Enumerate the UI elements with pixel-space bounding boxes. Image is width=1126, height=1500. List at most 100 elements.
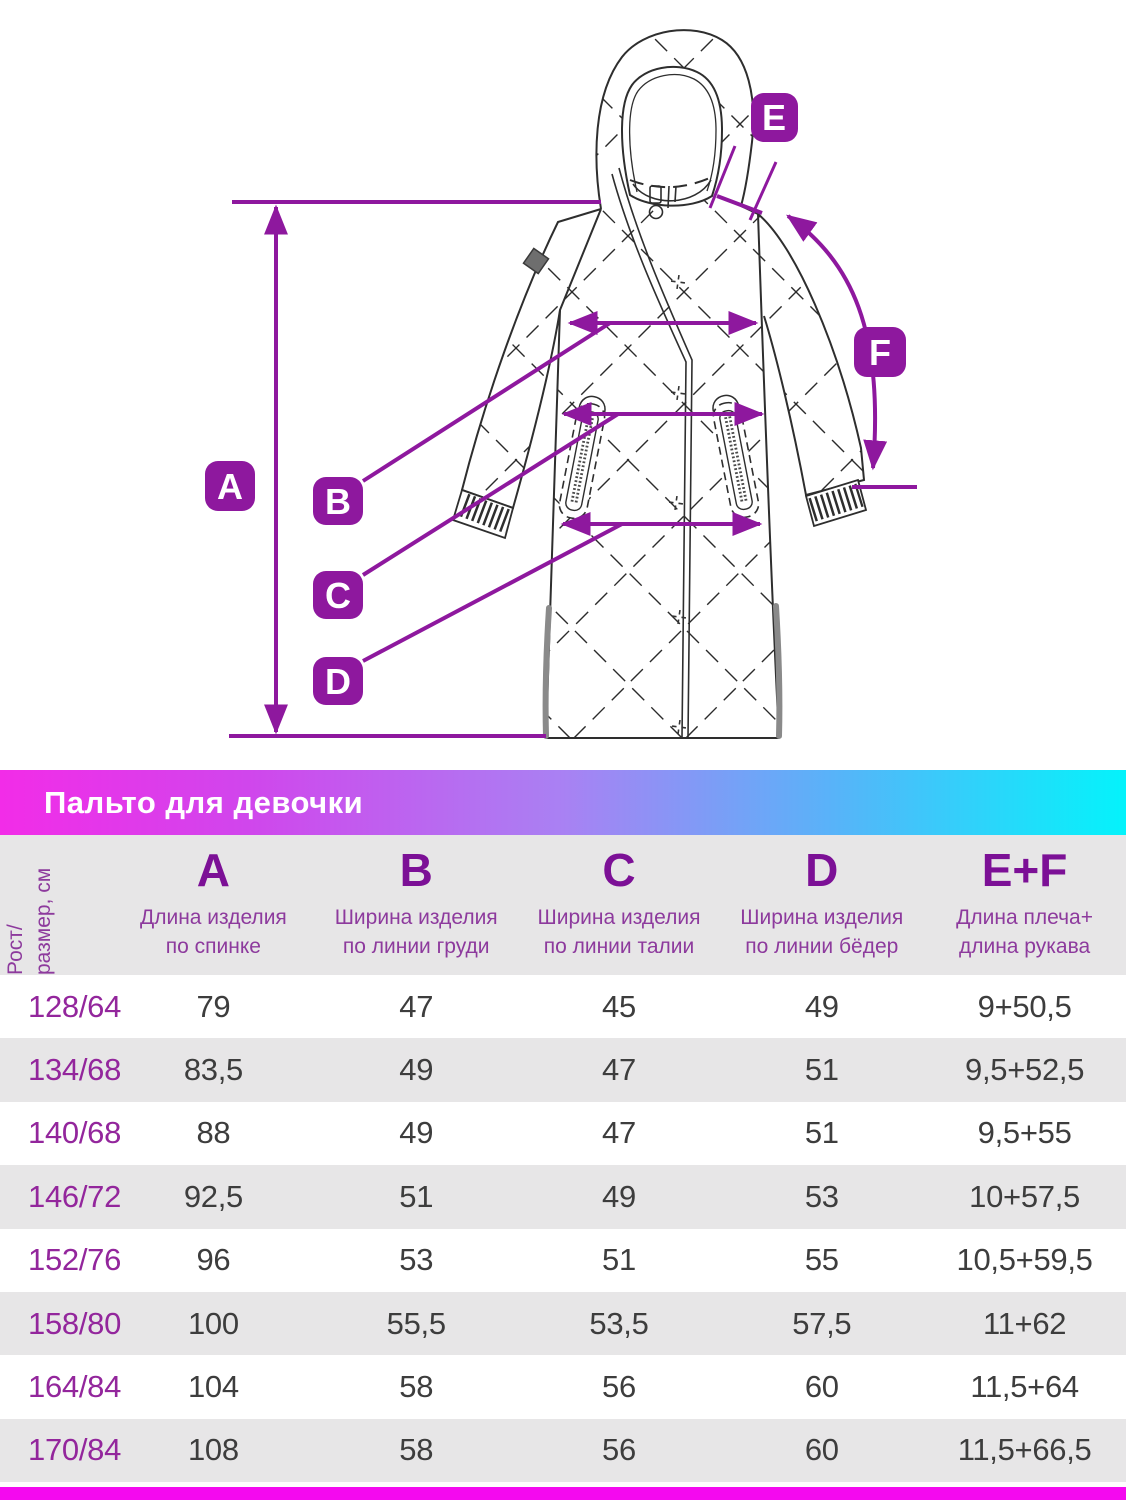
measure-e-tick1 — [708, 145, 737, 209]
cell-c: 56 — [602, 1432, 636, 1468]
cell-c: 47 — [602, 1115, 636, 1151]
row-size: 128/64 — [28, 988, 122, 1024]
row-size: 158/80 — [28, 1305, 122, 1341]
front-placket — [611, 167, 693, 739]
table-row: 164/84 104 58 56 60 11,5+64 — [0, 1355, 1126, 1418]
cell-b: 51 — [399, 1178, 434, 1214]
table-row: 128/64 79 47 45 49 9+50,5 — [0, 975, 1126, 1038]
header-desc-c: Ширина изделия по линии талии — [537, 906, 701, 959]
size-axis-label-line1: Рост/ — [4, 924, 27, 975]
header-desc-a: Длина изделия по спинке — [139, 906, 287, 959]
badge-c: C — [313, 571, 363, 619]
cell-a: 79 — [196, 988, 231, 1024]
cell-a: 100 — [187, 1305, 239, 1341]
badge-a-letter: A — [217, 466, 243, 507]
cell-c: 51 — [602, 1242, 636, 1278]
header-col-d: D Ширина изделия по линии бёдер — [720, 835, 923, 975]
header-col-a: A Длина изделия по спинке — [112, 835, 315, 975]
coat-sketch-svg: A B C D E — [205, 29, 917, 739]
badge-b: B — [313, 477, 363, 525]
row-size: 146/72 — [28, 1178, 122, 1214]
cell-ef: 10+57,5 — [969, 1178, 1080, 1214]
right-pocket — [712, 394, 760, 519]
leader-b — [361, 321, 612, 483]
table-row: 134/68 83,5 49 47 51 9,5+52,5 — [0, 1038, 1126, 1102]
table-row: 152/76 96 53 51 55 10,5+59,5 — [0, 1229, 1126, 1292]
cell-b: 55,5 — [386, 1305, 446, 1341]
cell-c: 47 — [602, 1052, 636, 1088]
badge-f: F — [854, 327, 906, 377]
cell-c: 56 — [602, 1369, 636, 1405]
table-row: 140/68 88 49 47 51 9,5+55 — [0, 1102, 1126, 1165]
shoulder-tab — [522, 247, 550, 275]
leader-c — [361, 412, 620, 577]
cell-ef: 9,5+55 — [977, 1115, 1072, 1151]
row-size: 140/68 — [28, 1115, 122, 1151]
letter-badges: A B C D E — [205, 93, 906, 705]
size-axis-label-line2: размер, см — [32, 867, 56, 975]
header-letter-b: B — [399, 844, 433, 896]
cell-d: 60 — [804, 1369, 839, 1405]
badge-d: D — [313, 657, 363, 705]
size-table: Рост/ размер, см A Длина изделия по спин… — [0, 835, 1126, 1483]
measure-e-tick2 — [748, 161, 778, 221]
cell-a: 88 — [196, 1115, 231, 1151]
cell-ef: 11,5+66,5 — [957, 1432, 1092, 1468]
cell-b: 49 — [399, 1115, 434, 1151]
cell-c: 53,5 — [589, 1305, 649, 1341]
cell-d: 60 — [804, 1432, 839, 1468]
right-cuff — [804, 478, 868, 528]
badge-e-letter: E — [762, 97, 786, 138]
cell-c: 49 — [602, 1178, 636, 1214]
cell-d: 53 — [804, 1178, 839, 1214]
header-letter-a: A — [196, 844, 231, 896]
leader-d — [362, 522, 623, 663]
cell-a: 96 — [196, 1242, 231, 1278]
cell-ef: 11,5+64 — [970, 1369, 1079, 1405]
cell-ef: 10,5+59,5 — [956, 1242, 1093, 1278]
header-col-ef: E+F Длина плеча+ длина рукава — [923, 835, 1126, 975]
table-row: 146/72 92,5 51 49 53 10+57,5 — [0, 1165, 1126, 1229]
table-row: 170/84 108 58 56 60 11,5+66,5 — [0, 1418, 1126, 1483]
badge-d-letter: D — [325, 661, 351, 702]
cell-b: 49 — [399, 1052, 434, 1088]
cell-b: 53 — [399, 1242, 434, 1278]
header-desc-b: Ширина изделия по линии груди — [334, 906, 498, 959]
header-letter-d: D — [805, 844, 839, 896]
footer-magenta-strip — [0, 1487, 1126, 1500]
badge-f-letter: F — [869, 332, 891, 373]
left-pocket — [558, 395, 606, 520]
header-letter-ef: E+F — [981, 844, 1068, 896]
cell-d: 51 — [804, 1052, 839, 1088]
header-col-b: B Ширина изделия по линии груди — [315, 835, 518, 975]
cell-c: 45 — [602, 988, 636, 1024]
cell-b: 58 — [399, 1432, 434, 1468]
header-desc-d: Ширина изделия по линии бёдер — [740, 906, 904, 959]
badge-a: A — [205, 461, 255, 511]
row-size: 152/76 — [28, 1242, 122, 1278]
size-axis-label: Рост/ размер, см — [2, 835, 98, 975]
cell-ef: 9+50,5 — [977, 988, 1072, 1024]
cell-b: 47 — [399, 988, 434, 1024]
side-vents — [542, 603, 783, 739]
header-letter-c: C — [602, 844, 636, 896]
coat-diagram: A B C D E — [205, 29, 917, 739]
cell-d: 55 — [804, 1242, 839, 1278]
collar-zipper-detail — [629, 175, 715, 220]
measurement-annotations — [229, 145, 917, 738]
row-size: 164/84 — [28, 1369, 122, 1405]
cell-d: 49 — [804, 988, 839, 1024]
row-size: 134/68 — [28, 1052, 122, 1088]
table-header-row: Рост/ размер, см A Длина изделия по спин… — [0, 835, 1126, 975]
badge-e: E — [751, 93, 798, 142]
page-title: Пальто для девочки — [44, 784, 364, 820]
measure-f-arc — [786, 214, 888, 471]
cell-a: 92,5 — [183, 1178, 243, 1214]
cell-a: 104 — [187, 1369, 239, 1405]
cell-d: 51 — [804, 1115, 839, 1151]
header-col-c: C Ширина изделия по линии талии — [518, 835, 721, 975]
badge-c-letter: C — [325, 575, 351, 616]
row-size: 170/84 — [28, 1432, 122, 1468]
header-desc-ef: Длина плеча+ длина рукава — [956, 906, 1093, 959]
